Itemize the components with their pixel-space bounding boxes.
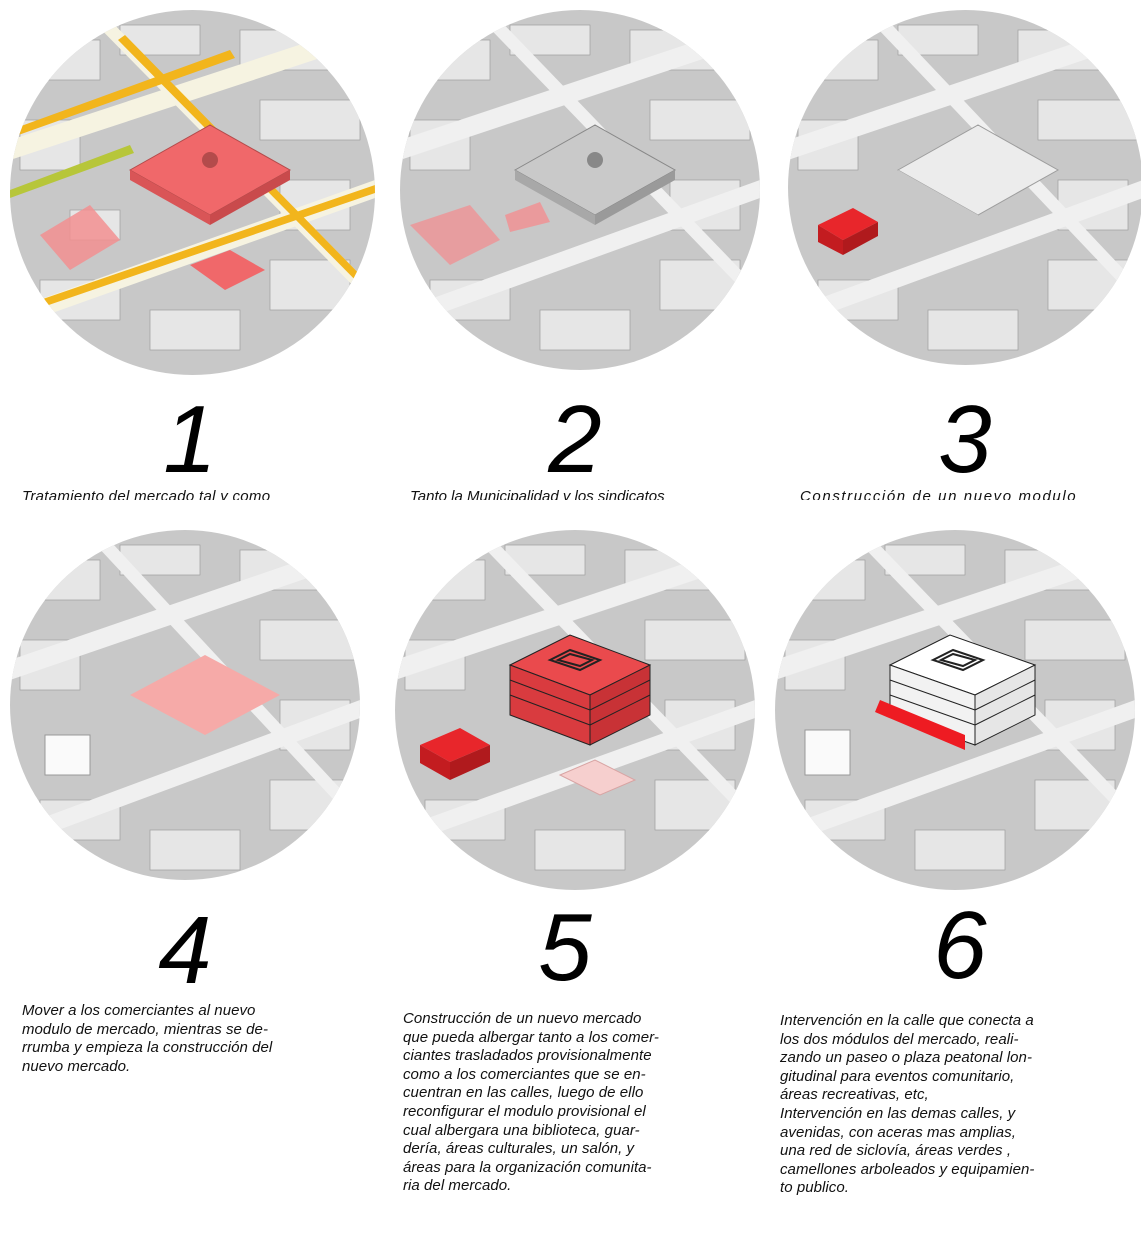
isometric-map-1 — [10, 10, 375, 375]
caption-line: ciantes trasladados provisionalmente — [403, 1047, 718, 1066]
caption-line: cual albergara una biblioteca, guar- — [403, 1122, 718, 1141]
step-number-2: 2 — [515, 392, 635, 488]
caption-line: áreas recreativas, etc, — [780, 1086, 1100, 1105]
step-number-5: 5 — [505, 900, 625, 996]
caption-line: avenidas, con aceras mas amplias, — [780, 1124, 1100, 1143]
caption-line: cuentran en las calles, luego de ello — [403, 1084, 718, 1103]
isometric-map-4 — [10, 530, 360, 880]
caption-line: to publico. — [780, 1179, 1100, 1198]
caption-line: modulo de mercado, mientras se de- — [22, 1021, 334, 1040]
caption-line: nuevo mercado. — [22, 1058, 334, 1077]
isometric-map-5 — [395, 530, 755, 890]
caption-1: Tratamiento del mercado tal y como — [22, 488, 352, 500]
caption-line: Intervención en las demas calles, y — [780, 1105, 1100, 1124]
caption-line: zando un paseo o plaza peatonal lon- — [780, 1049, 1100, 1068]
isometric-map-3 — [788, 10, 1141, 365]
caption-line: áreas para la organización comunita- — [403, 1159, 718, 1178]
caption-line: una red de siclovía, áreas verdes , — [780, 1142, 1100, 1161]
caption-line: reconfigurar el modulo provisional el — [403, 1103, 718, 1122]
caption-line: camellones arboleados y equipamien- — [780, 1161, 1100, 1180]
step-number-1: 1 — [130, 392, 250, 488]
caption-line: los dos módulos del mercado, reali- — [780, 1031, 1100, 1050]
step-number-6: 6 — [900, 898, 1020, 994]
isometric-map-6 — [775, 530, 1135, 890]
caption-line: que pueda albergar tanto a los comer- — [403, 1029, 718, 1048]
caption-line: como a los comerciantes que se en- — [403, 1066, 718, 1085]
caption-line: Construcción de un nuevo mercado — [403, 1010, 718, 1029]
caption-line: ria del mercado. — [403, 1177, 718, 1196]
caption-line: dería, áreas culturales, un salón, y — [403, 1140, 718, 1159]
caption-line: gitudinal para eventos comunitario, — [780, 1068, 1100, 1087]
caption-line: rrumba y empieza la construcción del — [22, 1039, 334, 1058]
caption-2: Tanto la Municipalidad y los sindicatos — [410, 488, 740, 500]
caption-3: Construcción de un nuevo modulo — [800, 488, 1105, 500]
caption-4: Mover a los comerciantes al nuevo modulo… — [22, 1002, 334, 1076]
step-number-4: 4 — [125, 903, 245, 999]
step-number-3: 3 — [905, 392, 1025, 488]
caption-line: Mover a los comerciantes al nuevo — [22, 1002, 334, 1021]
isometric-map-2 — [400, 10, 760, 370]
caption-line: Intervención en la calle que conecta a — [780, 1012, 1100, 1031]
caption-5: Construcción de un nuevo mercado que pue… — [403, 1010, 718, 1196]
caption-6: Intervención en la calle que conecta a l… — [780, 1012, 1100, 1198]
